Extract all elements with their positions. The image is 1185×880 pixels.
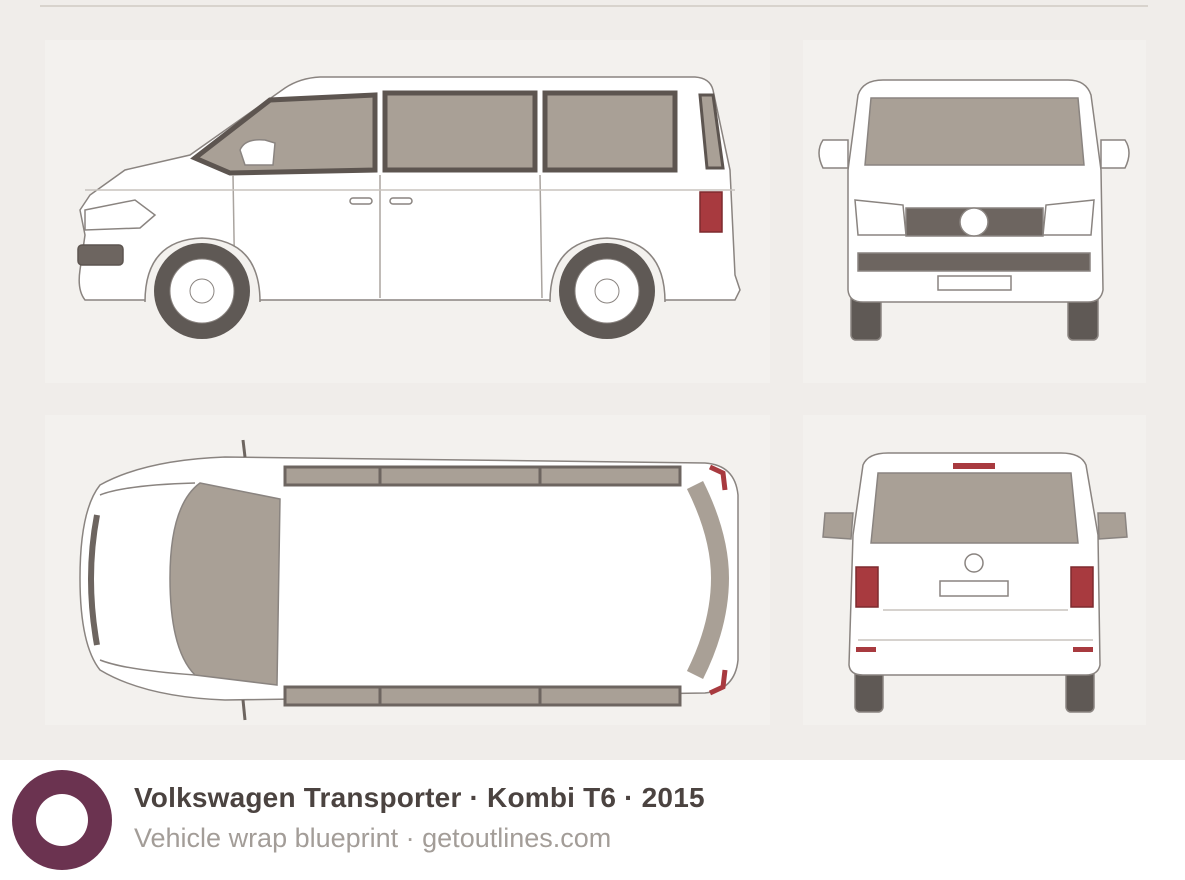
page-subtitle: Vehicle wrap blueprint · getoutlines.com [134, 823, 612, 853]
side-wheel-front [154, 243, 250, 339]
side-view-panel [45, 40, 770, 383]
top-view-panel [45, 415, 770, 725]
top-view-drawing [79, 439, 739, 721]
rear-view-panel [803, 415, 1146, 725]
page-title: Volkswagen Transporter · Kombi T6 · 2015 [134, 782, 705, 813]
front-view-panel [803, 40, 1146, 383]
front-view-drawing [818, 79, 1130, 341]
side-wheel-rear [559, 243, 655, 339]
divider-line [40, 5, 1148, 7]
ring-logo-icon[interactable] [12, 770, 112, 870]
footer-bar [0, 760, 1185, 880]
rear-view-drawing [822, 452, 1128, 713]
blueprint-canvas [40, 5, 1148, 725]
side-view-drawing [77, 76, 741, 339]
